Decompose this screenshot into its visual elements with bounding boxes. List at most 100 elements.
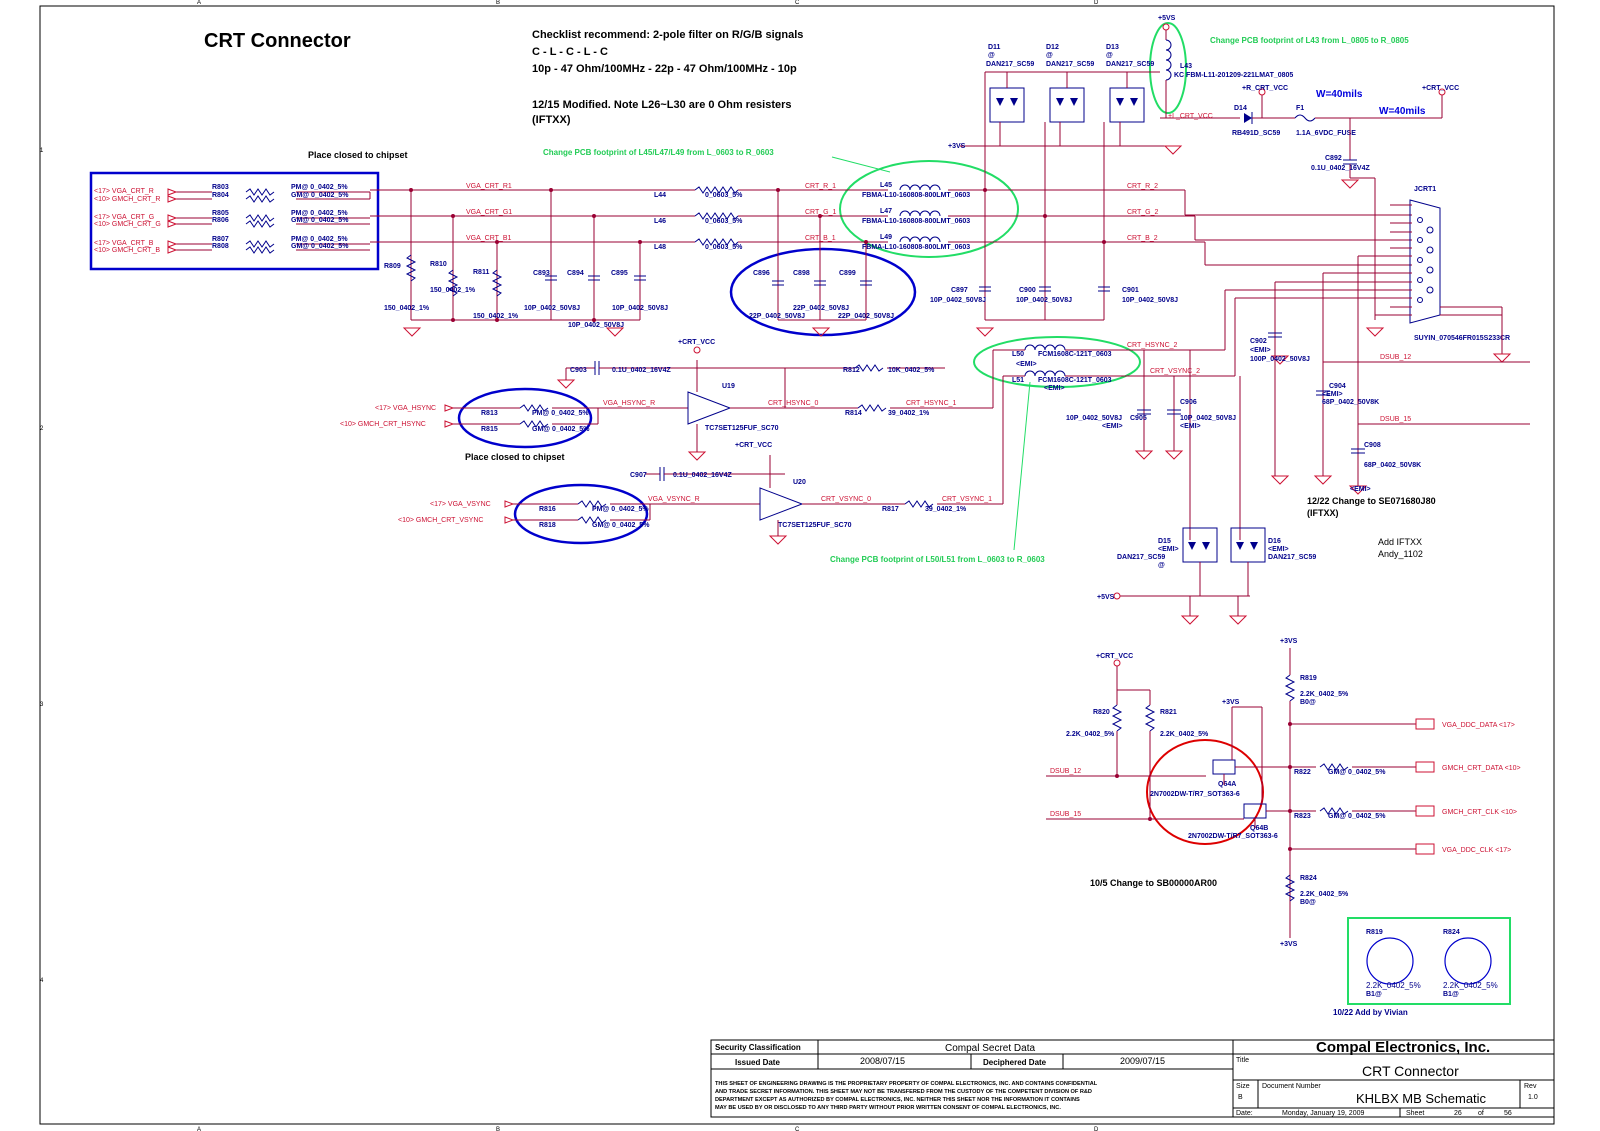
tb-disclaimer-4: MAY BE USED BY OR DISCLOSED TO ANY THIRD… [715,1105,1061,1111]
value-r818: GM@ 0_0402_5% [592,522,650,529]
net-crt-vcc-top: +CRT_VCC [1422,85,1459,92]
port-gmch-crt-g: <10> GMCH_CRT_G [94,221,161,228]
label-l44: L44 [654,192,666,199]
net-crt-vcc-u20: +CRT_VCC [735,442,772,449]
tb-size-label: Size [1236,1083,1250,1090]
port-vga-crt-b: <17> VGA_CRT_B [94,240,154,247]
net-vga-crt-g1: VGA_CRT_G1 [466,209,512,216]
note-change-se-2: (IFTXX) [1307,508,1339,518]
option-c906: <EMI> [1180,423,1201,430]
diode-icon [1056,98,1064,106]
label-r815: R815 [481,426,498,433]
value-l51: FCM1608C-121T_0603 [1038,377,1112,384]
port-arrow-icon [444,404,455,412]
value-c897: 10P_0402_50V8J [930,297,986,304]
label-jcrt1: JCRT1 [1414,186,1436,193]
value-r819-b1: 2.2K_0402_5% [1366,981,1421,990]
net-crt-hsync-1: CRT_HSYNC_1 [906,400,957,407]
value-r805: PM@ 0_0402_5% [291,210,348,217]
label-d15: D15 [1158,538,1171,545]
option-l51: <EMI> [1044,385,1065,392]
label-r809: R809 [384,263,401,270]
value-c907: 0.1U_0402_16V4Z [673,472,732,479]
label-l43: L43 [1180,63,1192,70]
label-l45: L45 [880,182,892,189]
value-d13: DAN217_SC59 [1106,61,1154,68]
caps-c897-c901: C897 C900 C901 10P_0402_50V8J 10P_0402_5… [930,286,1178,304]
option-r819-b1: B1@ [1366,991,1382,998]
option-d15: <EMI> [1158,546,1179,553]
value-r811: 150_0402_1% [473,313,519,320]
label-c907: C907 [630,472,647,479]
net-crt-vcc-u19: +CRT_VCC [678,339,715,346]
net-crt-r2: CRT_R_2 [1127,183,1158,190]
rgb-select-highlight-box [89,171,380,271]
port-gmch-hsync: <10> GMCH_CRT_HSYNC [340,421,426,428]
label-c900: C900 [1019,287,1036,294]
label-r823: R823 [1294,813,1311,820]
value-c894: 10P_0402_50V8J [568,322,624,329]
value-l45: FBMA-L10-160808-800LMT_0603 [862,192,970,199]
vsync-select-highlight [513,483,649,545]
buffer-u19-icon [687,391,732,425]
ground-icon [1134,450,1154,460]
note-change-l43: Change PCB footprint of L43 from L_0805 … [1210,36,1409,45]
value-d16: DAN217_SC59 [1268,554,1316,561]
note-add-vivian: 10/22 Add by Vivian [1333,1008,1408,1017]
vsync-chain: <17> VGA_VSYNC <10> GMCH_CRT_VSYNC R816 … [398,375,1010,536]
tb-issued-label: Issued Date [735,1058,780,1067]
net-crt-b1: CRT_B_1 [805,235,836,242]
tb-sheet-label: Sheet [1406,1110,1424,1117]
ground-icon [1228,615,1248,625]
note-add-iftxx: Add IFTXX [1378,537,1422,547]
mosfet-q64a-icon [1212,759,1236,775]
net-vga-crt-b1: VGA_CRT_B1 [466,235,511,242]
port-arrow-icon [167,188,178,196]
diode-icon [1130,98,1138,106]
label-r814: R814 [845,410,862,417]
note-checklist-1: Checklist recommend: 2-pole filter on R/… [532,29,803,41]
port-gmch-crt-b: <10> GMCH_CRT_B [94,247,160,254]
value-c900: 10P_0402_50V8J [1016,297,1072,304]
label-r813: R813 [481,410,498,417]
hsync-chain: <17> VGA_HSYNC <10> GMCH_CRT_HSYNC R813 … [340,339,1010,452]
option-d12: @ [1046,52,1053,59]
label-d12: D12 [1046,44,1059,51]
net-l-crt-vcc: +L_CRT_VCC [1168,113,1213,120]
label-r817: R817 [882,506,899,513]
net-crt-hsync-2: CRT_HSYNC_2 [1127,342,1178,349]
grid-col-a-bottom: A [197,1127,201,1131]
grid-col-c: C [795,0,800,6]
value-c908: 68P_0402_50V8K [1364,462,1421,469]
value-c893: 10P_0402_50V8J [524,305,580,312]
grid-labels: A B C D 1 2 3 4 A B C D [40,0,1099,1131]
sync-filters: L50 L51 FCM1608C-121T_0603 FCM1608C-121T… [1010,289,1390,540]
label-c898: C898 [793,270,810,277]
net-crt-g2: CRT_G_2 [1127,209,1158,216]
value-l44: 0_0603_5% [705,192,743,199]
option-l50: <EMI> [1016,361,1037,368]
tb-title-value: CRT Connector [1362,1063,1459,1079]
value-d11: DAN217_SC59 [986,61,1034,68]
port-arrow-icon [167,240,178,248]
port-arrow-icon [1415,805,1435,817]
net-p5vs-d15: +5VS [1097,594,1115,601]
tb-date-value: Monday, January 19, 2009 [1282,1110,1364,1117]
option-r824: B0@ [1300,899,1316,906]
grid-col-a: A [197,0,201,6]
net-vga-crt-r1: VGA_CRT_R1 [466,183,512,190]
value-f1: 1.1A_6VDC_FUSE [1296,130,1356,137]
tb-date-label: Date: [1236,1110,1253,1117]
grid-col-c-bottom: C [795,1127,800,1131]
value-jcrt1: SUYIN_070546FR015S233CR [1414,335,1510,342]
ground-icon [975,327,995,337]
ddc-level-shifter: +CRT_VCC R820 2.2K_0402_5% R821 2.2K_040… [1046,653,1290,840]
grid-col-d-bottom: D [1094,1127,1099,1131]
port-arrow-icon [167,195,178,203]
buffer-u20-icon [759,487,804,521]
value-c895: 10P_0402_50V8J [612,305,668,312]
ground-icon [768,535,788,545]
port-gmch-ddc-data: GMCH_CRT_DATA <10> [1442,765,1521,772]
diode-icon [1188,542,1196,550]
value-c892: 0.1U_0402_16V4Z [1311,165,1370,172]
